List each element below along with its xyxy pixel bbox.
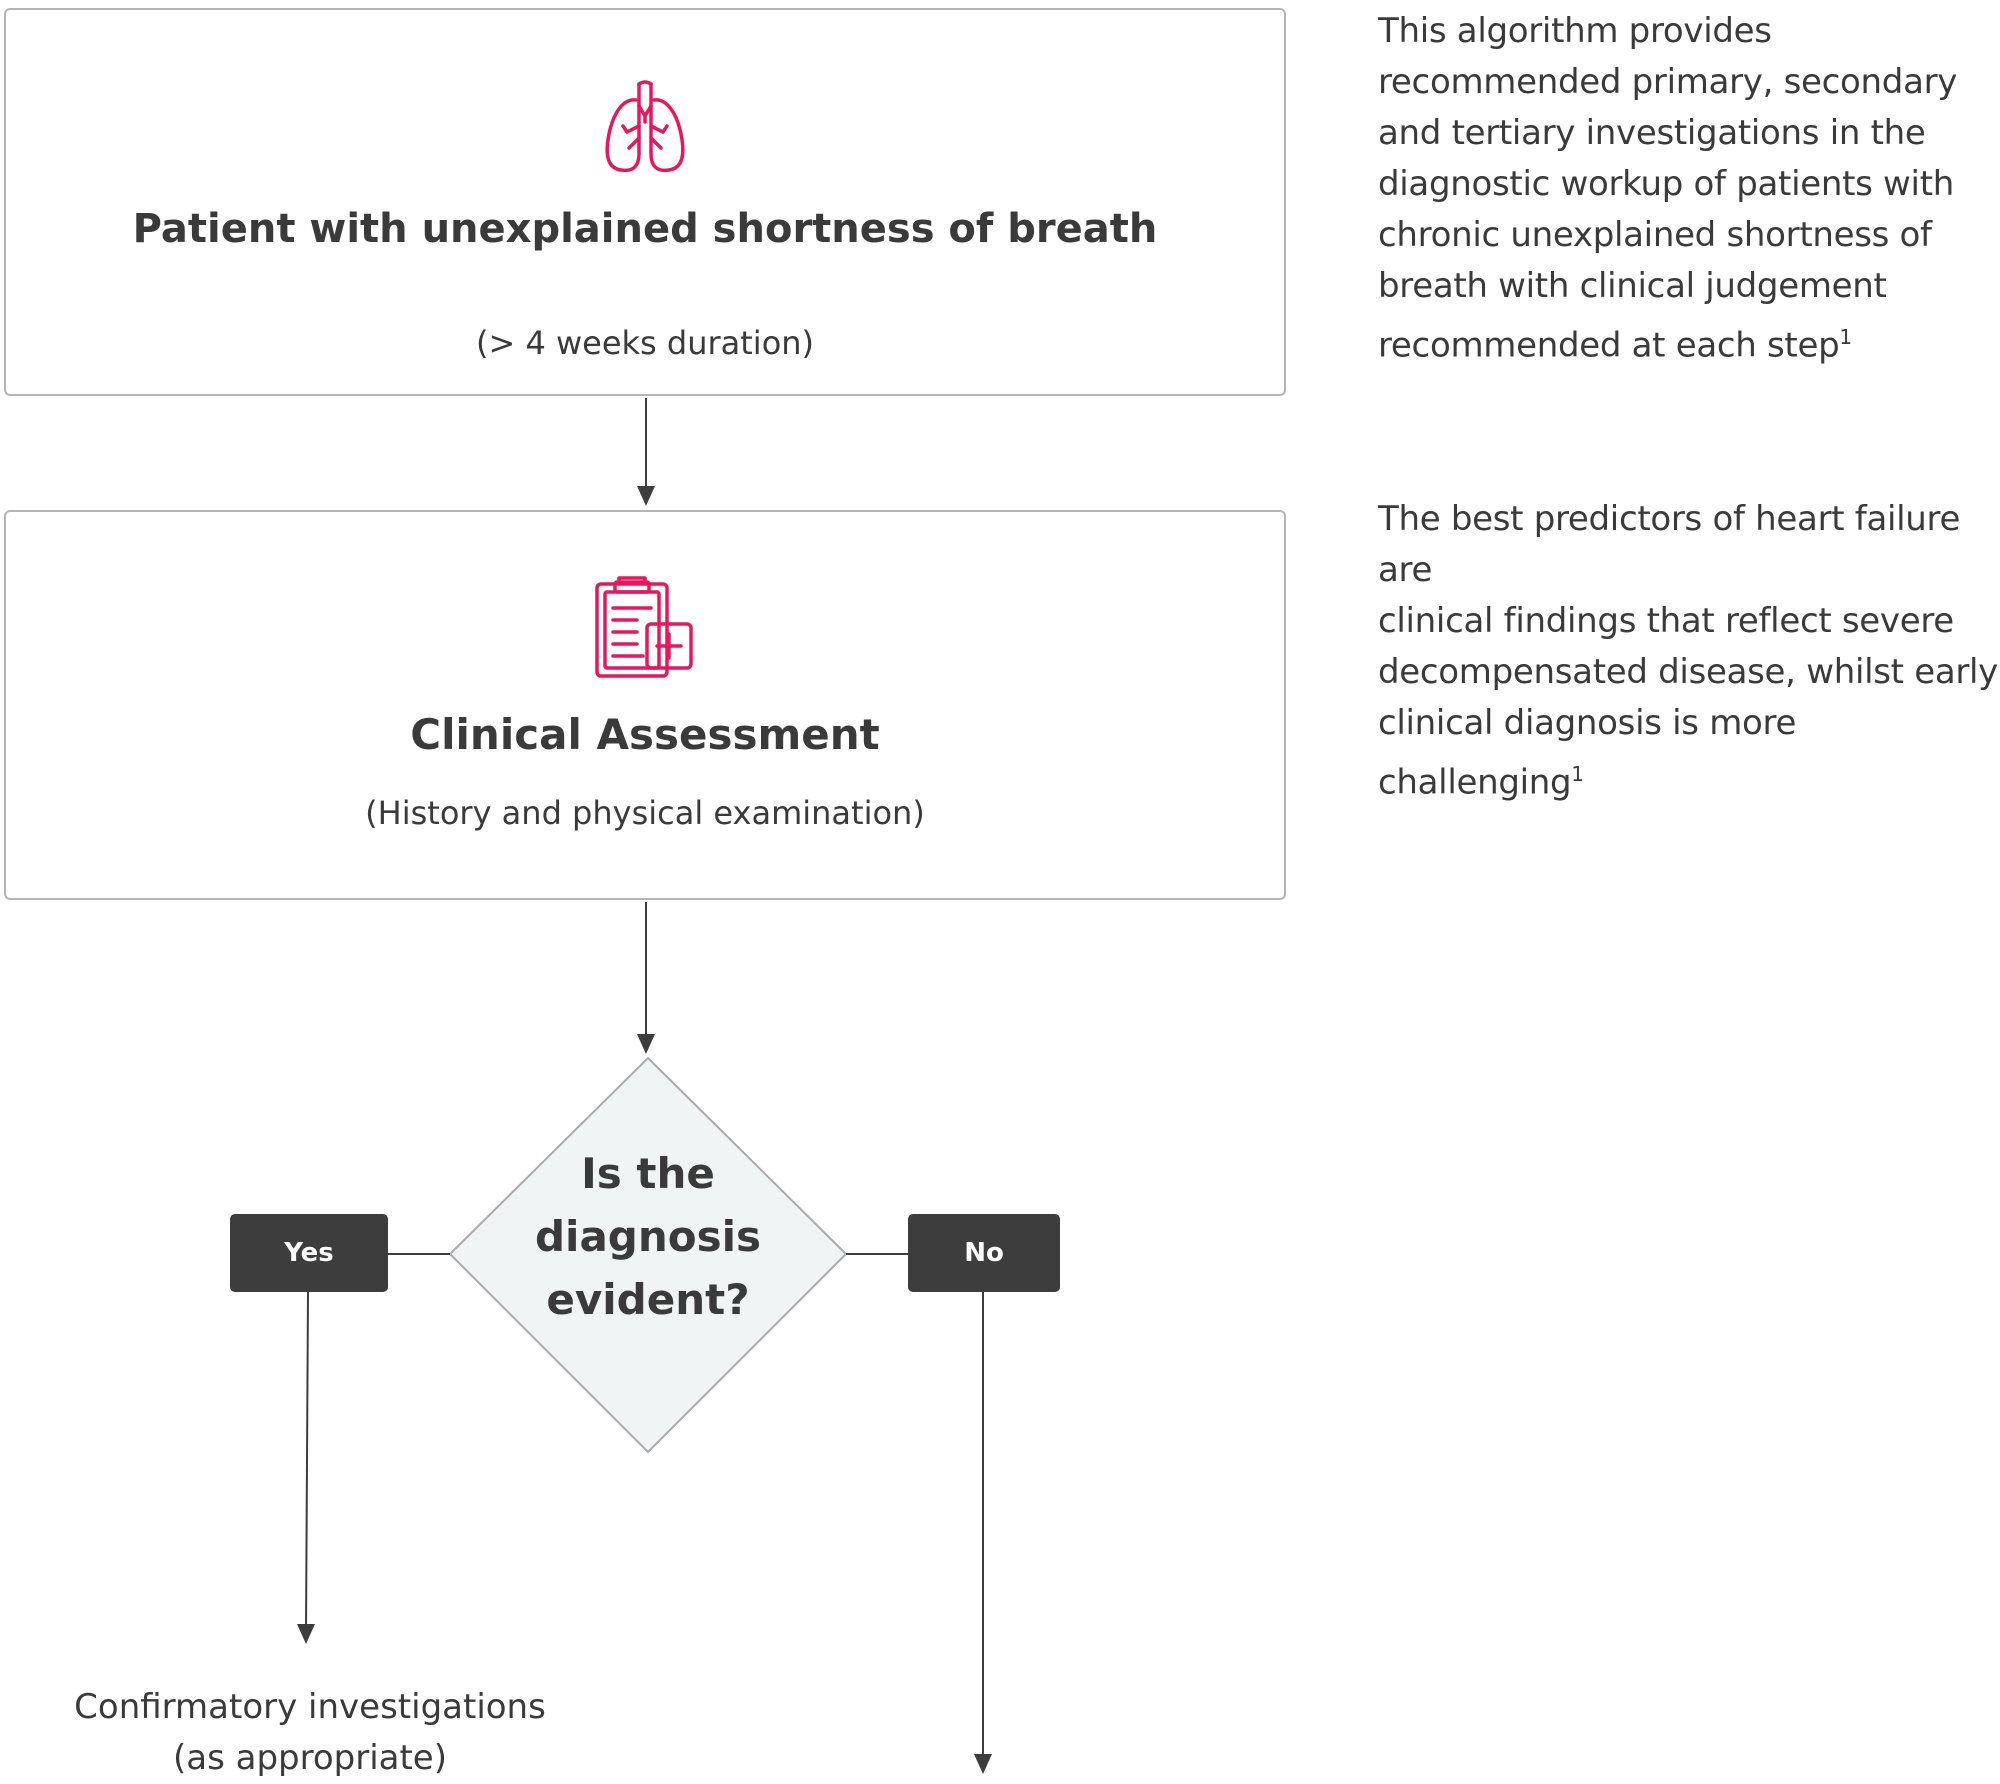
decision-line: Is the [581,1149,715,1198]
decision-question: Is the diagnosis evident? [516,1142,780,1331]
decision-line: evident? [546,1275,750,1324]
outcome-line: Confirmatory investigations [74,1687,546,1727]
assessment-subtitle: (History and physical examination) [365,794,925,832]
side-note-predictors: The best predictors of heart failure are… [1378,494,1998,808]
start-subtitle: (> 4 weeks duration) [475,324,815,362]
note-line: chronic unexplained shortness of [1378,215,1932,255]
start-title: Patient with unexplained shortness of br… [132,206,1158,252]
assessment-node: Clinical Assessment (History and physica… [4,510,1286,900]
arrowhead-4 [974,1754,992,1774]
yes-branch-label: Yes [230,1214,388,1292]
note-line-last: clinical diagnosis is more challenging1 [1378,698,1998,808]
note-line-last: recommended at each step1 [1378,312,1998,371]
outcome-line: (as appropriate) [172,1738,447,1778]
note-line: clinical findings that reflect severe [1378,601,1954,641]
clipboard-medical-icon [593,574,697,688]
no-branch-label: No [908,1214,1060,1292]
arrowhead-3 [297,1624,315,1644]
note-line: The best predictors of heart failure are [1378,499,1961,590]
arrowhead-2 [637,1034,655,1054]
assessment-title: Clinical Assessment [410,710,880,759]
decision-line: diagnosis [534,1212,762,1261]
yes-outcome: Confirmatory investigations (as appropri… [40,1682,580,1784]
arrow-yes-down [305,1291,309,1631]
note-line: breath with clinical judgement [1378,266,1887,306]
lungs-icon [603,76,687,180]
arrowhead-1 [637,486,655,506]
note-line: diagnostic workup of patients with [1378,164,1954,204]
note-line: recommended at each step [1378,325,1840,366]
side-note-algorithm: This algorithm provides recommended prim… [1378,6,1998,371]
note-line: This algorithm provides [1378,11,1772,51]
start-node: Patient with unexplained shortness of br… [4,8,1286,396]
note-line: and tertiary investigations in the [1378,113,1926,153]
reference-marker: 1 [1571,762,1584,786]
note-line: clinical diagnosis is more challenging [1378,703,1797,803]
note-line: decompensated disease, whilst early [1378,652,1998,692]
note-line: recommended primary, secondary [1378,62,1958,102]
decision-diamond [449,1057,847,1453]
reference-marker: 1 [1839,325,1852,349]
